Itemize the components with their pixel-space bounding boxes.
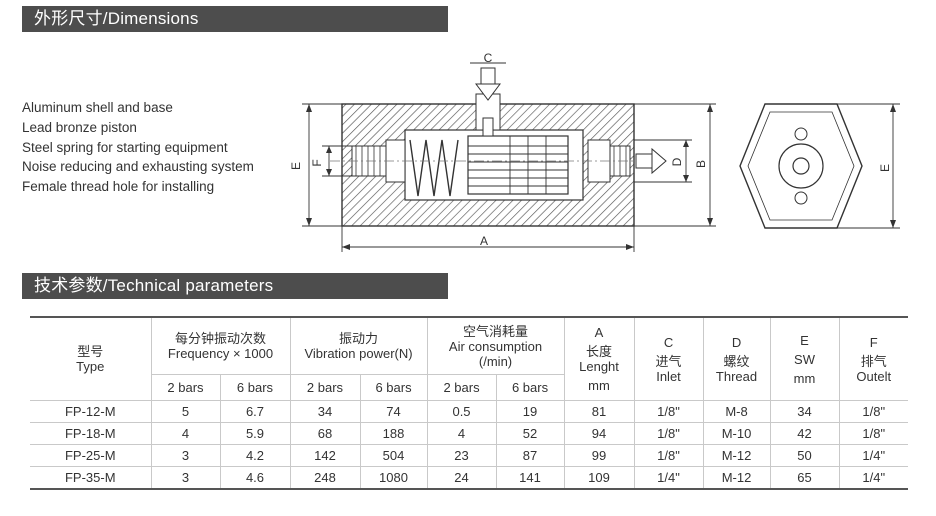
table-cell: 68 (289, 422, 361, 445)
feature-list: Aluminum shell and base Lead bronze pist… (22, 98, 254, 197)
table-cell: 1/8" (838, 400, 909, 423)
table-cell: M-8 (702, 400, 771, 423)
table-cell: 248 (289, 466, 361, 490)
header-d-thread: D 螺纹 Thread (702, 316, 771, 401)
label-e: E (289, 162, 303, 170)
table-cell: 4.2 (219, 444, 291, 467)
technical-parameters-header: 技术参数/Technical parameters (22, 273, 448, 299)
cell-type: FP-12-M (30, 400, 152, 423)
table-cell: 81 (563, 400, 635, 423)
table-cell: 4 (426, 422, 497, 445)
table-cell: 99 (563, 444, 635, 467)
outlet-arrow (635, 147, 667, 175)
table-cell: 19 (495, 400, 565, 423)
header-c-inlet: C 进气 Inlet (633, 316, 704, 401)
subheader-bars: 2 bars (289, 374, 361, 401)
section-view (330, 93, 650, 227)
cell-type: FP-25-M (30, 444, 152, 467)
cell-type: FP-35-M (30, 466, 152, 490)
table-cell: 3 (150, 444, 221, 467)
feature-item: Lead bronze piston (22, 119, 137, 135)
subheader-bars: 6 bars (219, 374, 291, 401)
feature-item: Steel spring for starting equipment (22, 139, 228, 155)
table-cell: 1/8" (633, 422, 704, 445)
table-row: FP-25-M 3 4.2 142 504 23 87 99 1/8" M-12… (30, 444, 909, 467)
label-d: D (670, 157, 684, 166)
header-e-sw: E SW mm (769, 316, 840, 401)
table-cell: 42 (769, 422, 840, 445)
cell-type: FP-18-M (30, 422, 152, 445)
table-cell: 1/8" (633, 444, 704, 467)
table-cell: 74 (359, 400, 428, 423)
label-e-end-view: E (878, 164, 892, 172)
dimensions-header: 外形尺寸/Dimensions (22, 6, 448, 32)
table-cell: 0.5 (426, 400, 497, 423)
table-cell: 4 (150, 422, 221, 445)
table-cell: M-12 (702, 466, 771, 490)
table-row: FP-18-M 4 5.9 68 188 4 52 94 1/8" M-10 4… (30, 422, 909, 445)
table-cell: 141 (495, 466, 565, 490)
subheader-bars: 2 bars (426, 374, 497, 401)
table-cell: 4.6 (219, 466, 291, 490)
header-air-consumption: 空气消耗量 Air consumption (/min) (426, 316, 565, 375)
table-row: FP-35-M 3 4.6 248 1080 24 141 109 1/4" M… (30, 466, 909, 490)
table-cell: 65 (769, 466, 840, 490)
table-cell: 23 (426, 444, 497, 467)
header-frequency: 每分钟振动次数 Frequency × 1000 (150, 316, 291, 375)
table-cell: M-10 (702, 422, 771, 445)
table-cell: 1/8" (838, 422, 909, 445)
label-a: A (480, 234, 488, 248)
table-cell: 142 (289, 444, 361, 467)
feature-item: Aluminum shell and base (22, 100, 173, 115)
table-cell: 94 (563, 422, 635, 445)
label-f: F (310, 159, 324, 166)
table-row: FP-12-M 5 6.7 34 74 0.5 19 81 1/8" M-8 3… (30, 400, 909, 423)
feature-item: Noise reducing and exhausting system (22, 159, 254, 175)
table-cell: 1080 (359, 466, 428, 490)
table-cell: 5 (150, 400, 221, 423)
table-cell: 87 (495, 444, 565, 467)
table-cell: 1/8" (633, 400, 704, 423)
table-cell: 50 (769, 444, 840, 467)
table-cell: 3 (150, 466, 221, 490)
table-cell: M-12 (702, 444, 771, 467)
technical-parameters-table: 型号 Type 每分钟振动次数 Frequency × 1000 振动力 Vib… (30, 316, 909, 490)
table-cell: 1/4" (838, 466, 909, 490)
inlet-arrow (470, 62, 506, 101)
table-cell: 24 (426, 466, 497, 490)
table-cell: 504 (359, 444, 428, 467)
header-type: 型号 Type (30, 316, 152, 401)
table-cell: 6.7 (219, 400, 291, 423)
table-cell: 1/4" (633, 466, 704, 490)
table-cell: 34 (289, 400, 361, 423)
table-cell: 1/4" (838, 444, 909, 467)
table-cell: 5.9 (219, 422, 291, 445)
table-cell: 188 (359, 422, 428, 445)
table-cell: 34 (769, 400, 840, 423)
dimension-drawing: C A E F (289, 51, 900, 252)
subheader-bars: 2 bars (151, 374, 221, 401)
header-a-length: A 长度 Lenght mm (563, 316, 635, 401)
end-view (739, 103, 863, 229)
table-cell: 52 (495, 422, 565, 445)
subheader-bars: 6 bars (495, 374, 565, 401)
subheader-bars: 6 bars (359, 374, 428, 401)
table-cell: 109 (563, 466, 635, 490)
label-b: B (694, 160, 708, 168)
feature-item: Female thread hole for installing (22, 179, 215, 195)
header-f-outlet: F 排气 Outelt (838, 316, 909, 401)
header-vibration-power: 振动力 Vibration power(N) (289, 316, 428, 375)
label-c: C (484, 51, 493, 65)
